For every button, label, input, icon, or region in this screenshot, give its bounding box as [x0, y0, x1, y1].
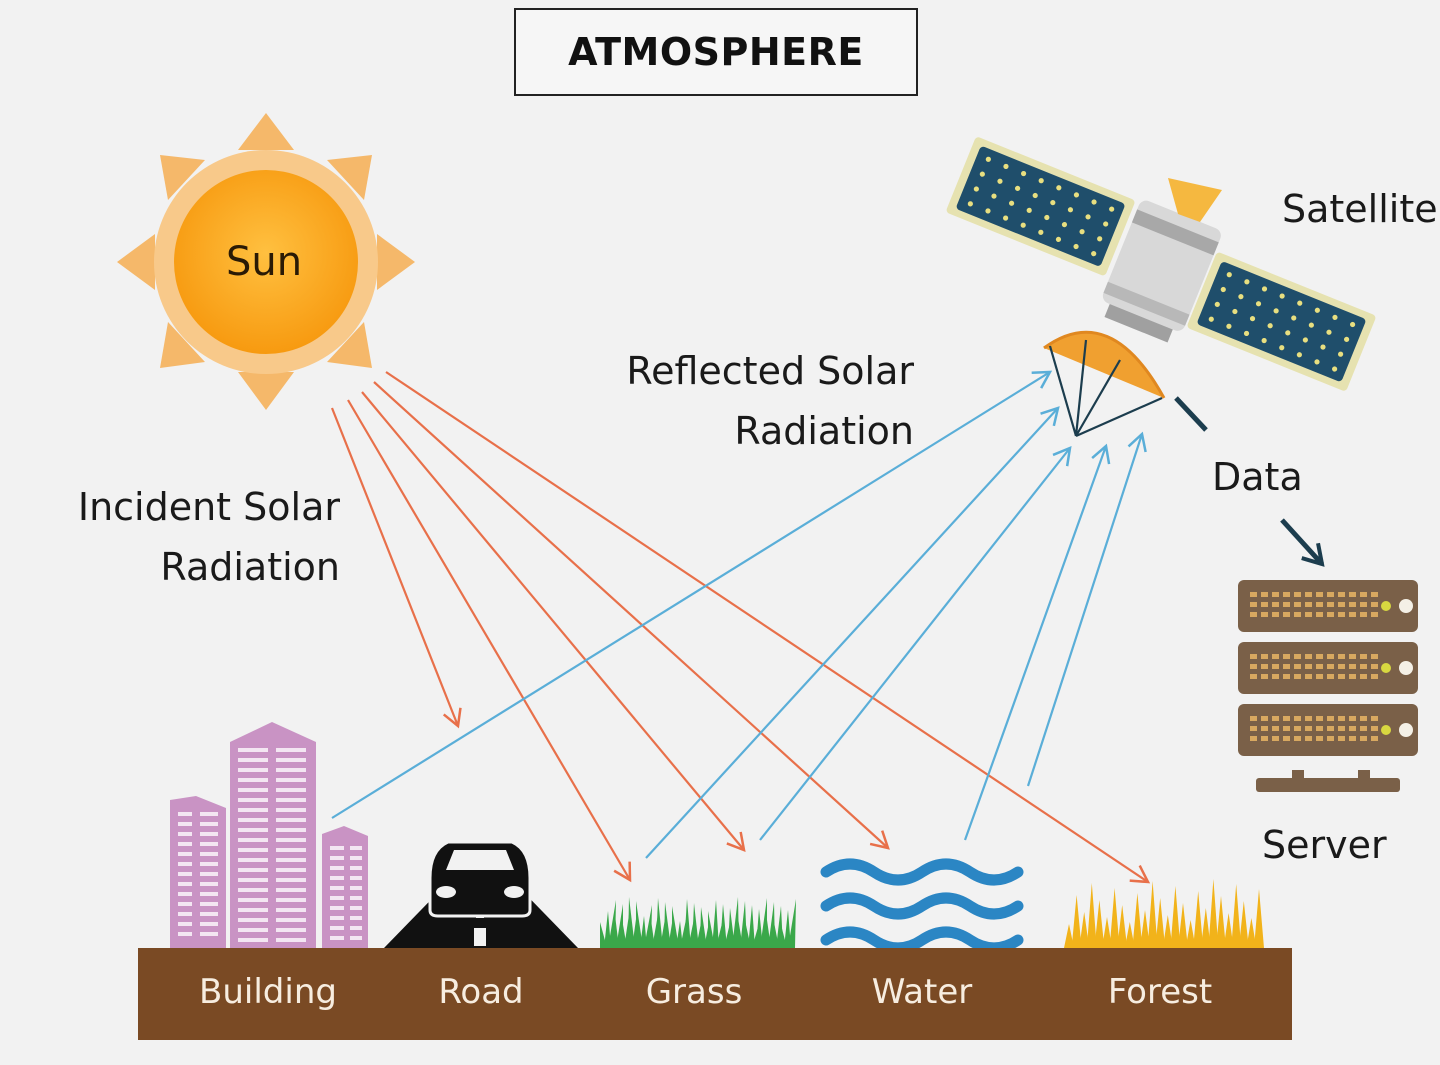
server-label: Server	[1262, 823, 1387, 867]
water-icon	[820, 858, 1024, 954]
reflected-label-line2: Radiation	[734, 409, 914, 453]
reflected-arrow-building	[331, 370, 1053, 819]
title-box: ATMOSPHERE	[514, 8, 918, 96]
sun-label: Sun	[226, 239, 303, 285]
grass-icon	[600, 897, 796, 948]
reflected-arrows	[331, 370, 1147, 859]
ground-label-grass: Grass	[645, 972, 743, 1012]
server-icon	[1238, 580, 1418, 792]
reflected-arrow-forest	[1026, 431, 1147, 787]
incident-arrow-forest	[385, 371, 1151, 884]
forest-icon	[1064, 879, 1264, 948]
reflected-arrow-grass-2	[759, 446, 1072, 841]
data-label: Data	[1212, 455, 1303, 499]
ground-label-water: Water	[871, 972, 973, 1012]
sun-icon	[117, 113, 415, 410]
incident-arrow-grass	[347, 399, 632, 883]
reflected-arrow-grass	[645, 406, 1060, 859]
incident-label-line2: Radiation	[160, 545, 340, 589]
road-icon	[384, 840, 578, 948]
incident-arrows	[330, 371, 1151, 884]
reflected-arrow-water	[963, 443, 1111, 841]
satellite-label: Satellite	[1282, 187, 1438, 231]
ground-label-forest: Forest	[1107, 972, 1213, 1012]
incident-arrow-water	[373, 381, 890, 850]
ground-label-building: Building	[199, 972, 337, 1012]
building-icon	[170, 722, 368, 948]
satellite-icon	[946, 137, 1376, 438]
incident-arrow-grass-2	[361, 391, 746, 852]
incident-arrow-building	[330, 407, 462, 729]
page-title: ATMOSPHERE	[568, 30, 864, 74]
ground-strip	[138, 948, 1292, 1040]
incident-label-line1: Incident Solar	[77, 485, 340, 529]
reflected-label-line1: Reflected Solar	[626, 349, 914, 393]
ground-label-road: Road	[438, 972, 524, 1012]
data-arrow-icon	[1280, 518, 1325, 567]
